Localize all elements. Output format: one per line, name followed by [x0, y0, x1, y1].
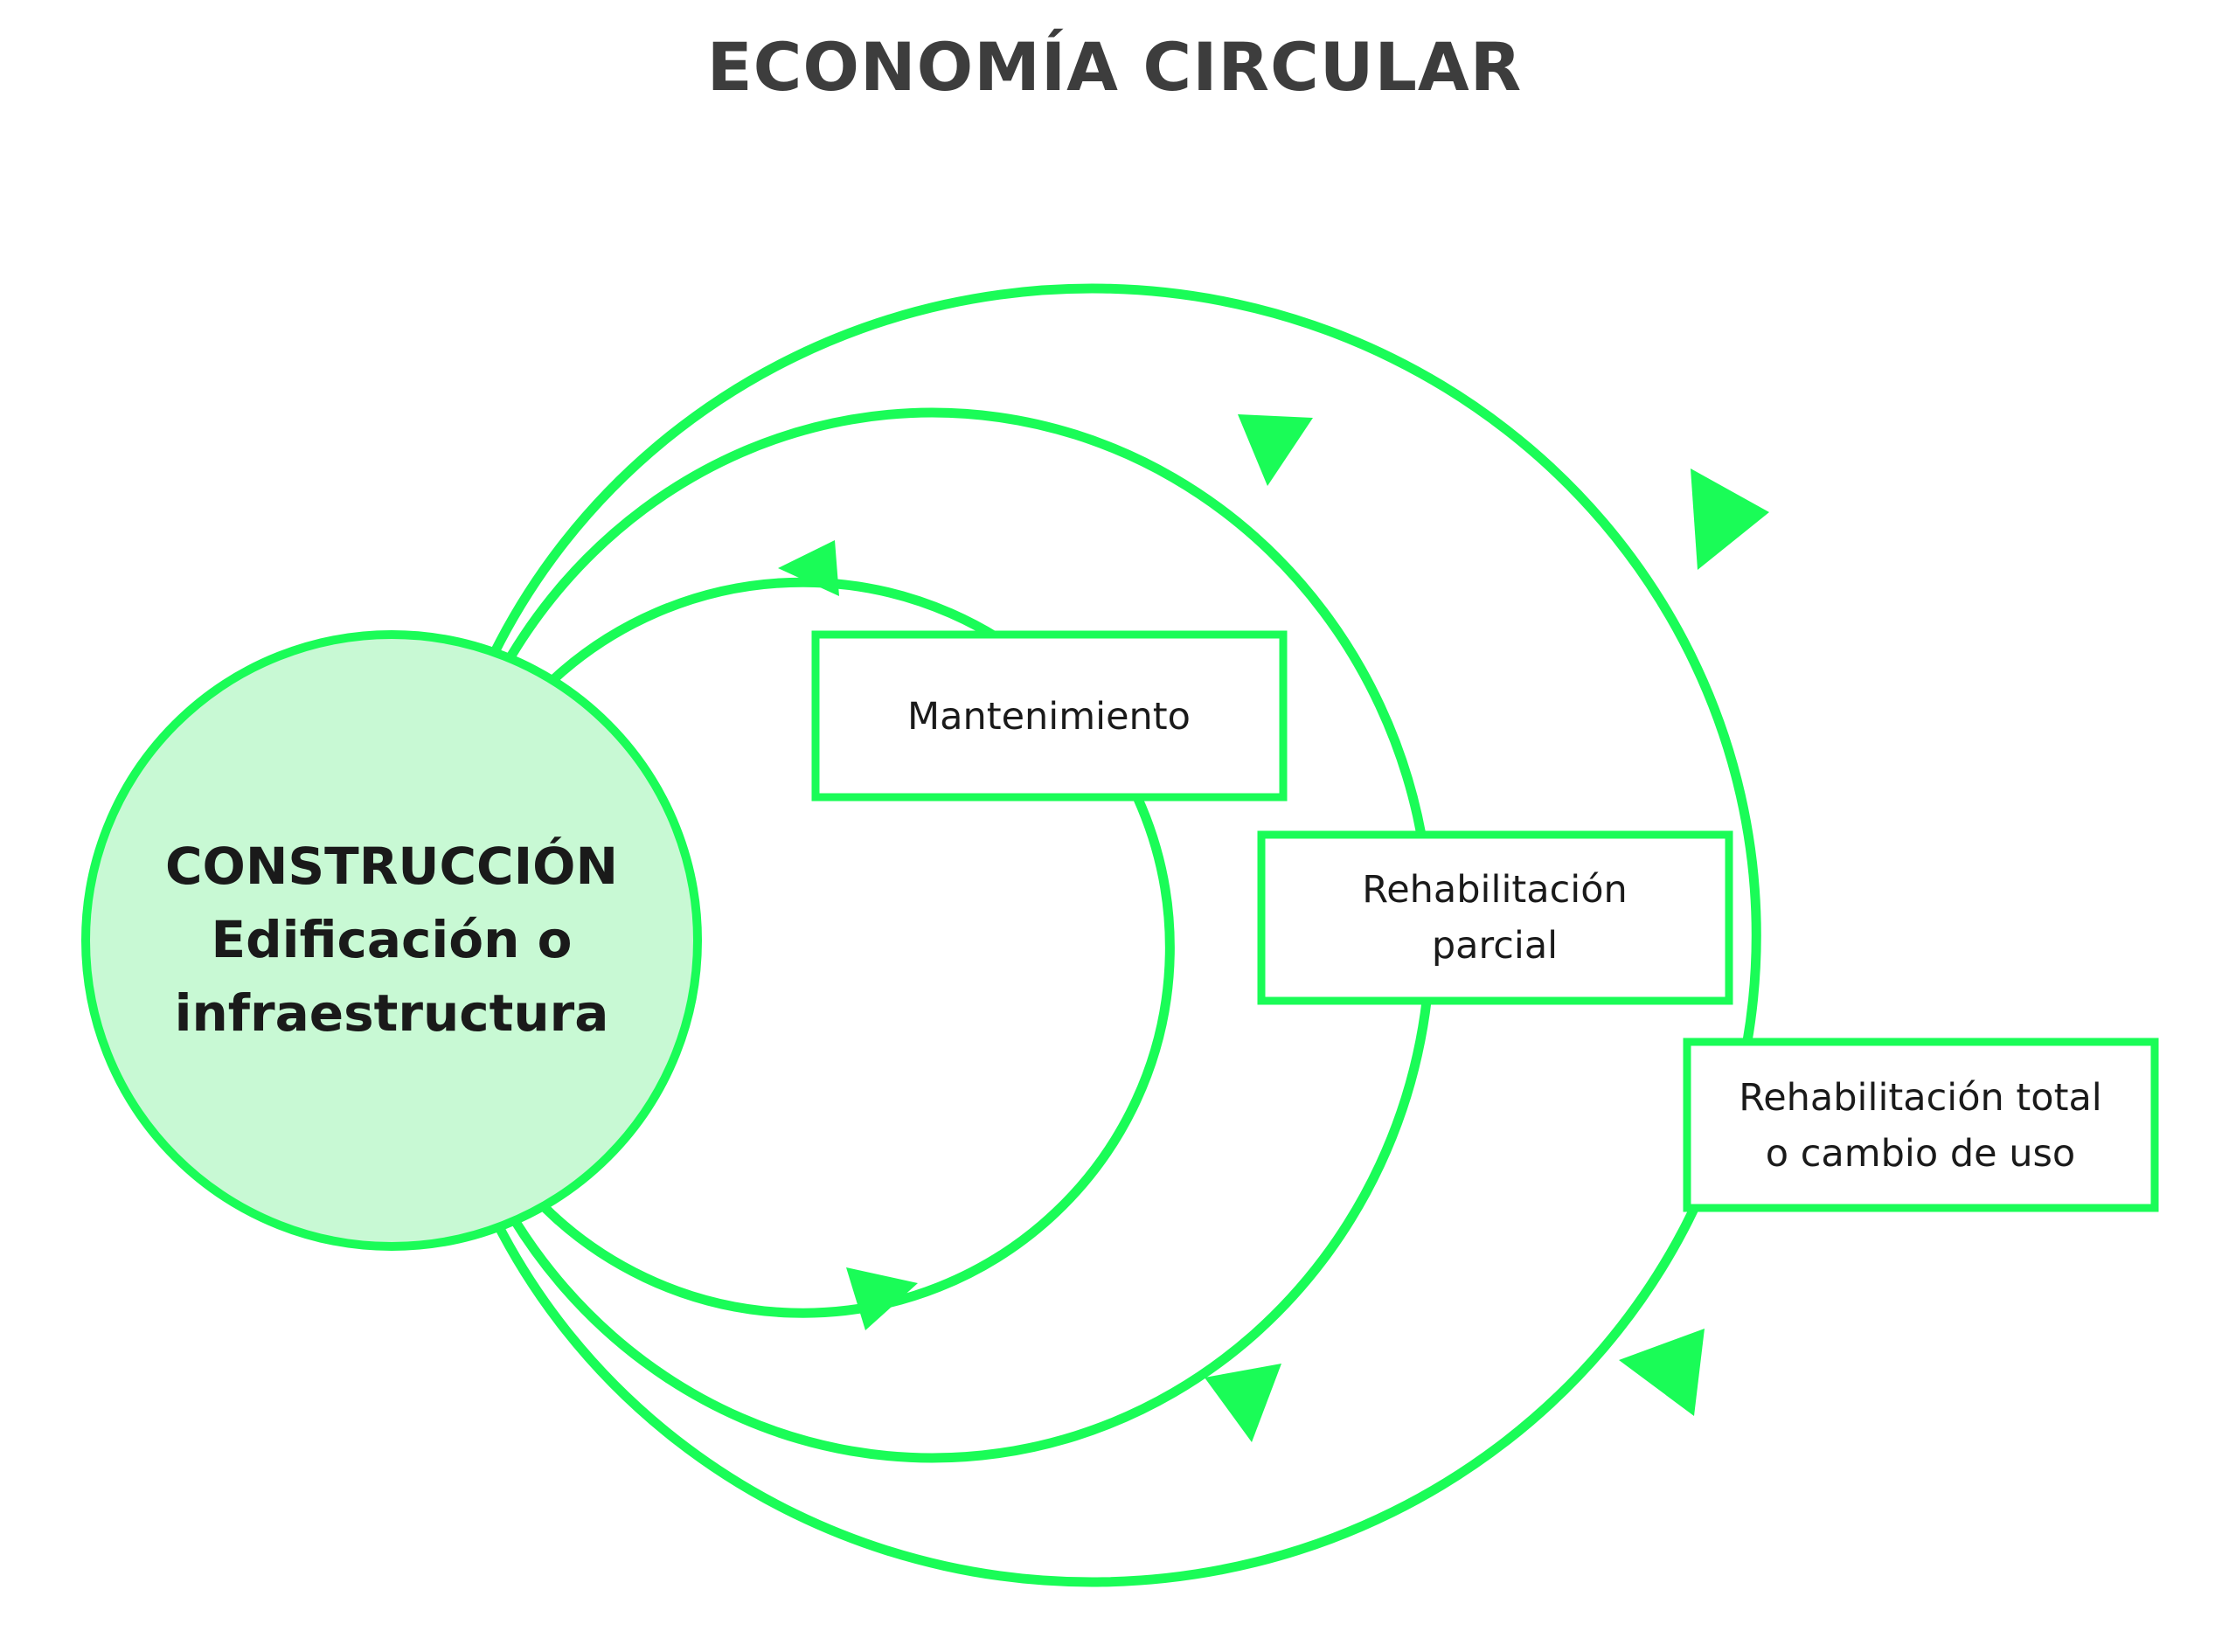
- arrow-upper-right-middle-icon: [1238, 414, 1313, 486]
- page-title: ECONOMÍA CIRCULAR: [706, 28, 1523, 106]
- arrow-lower-right-outer-icon: [1619, 1329, 1705, 1416]
- loop-arc-mantenimiento: [528, 577, 1175, 1318]
- label-rehabilitacion-total-line2: o cambio de uso: [1766, 1132, 2075, 1176]
- label-box-rehabilitacion-total: [1683, 1038, 2159, 1212]
- arrow-up-left-inner-icon: [778, 540, 839, 596]
- arrow-upper-right-outer-icon: [1691, 469, 1769, 570]
- construction-node-subtitle-line2: infraestructura: [175, 983, 609, 1043]
- label-box-rehabilitacion-parcial: [1257, 830, 1733, 1005]
- label-mantenimiento: Mantenimiento: [907, 695, 1191, 739]
- construction-node: [81, 630, 702, 1251]
- loop-arc-rehabilitacion-total: [489, 283, 1761, 1587]
- label-box-mantenimiento: [811, 630, 1288, 802]
- construction-node-subtitle-line1: Edificación o: [212, 910, 573, 969]
- arrow-right-inner-icon: [846, 1267, 918, 1330]
- label-rehabilitacion-parcial-line2: parcial: [1432, 924, 1558, 968]
- label-rehabilitacion-total-line1: Rehabilitación total: [1739, 1076, 2102, 1120]
- arrow-lower-right-middle-icon: [1205, 1364, 1281, 1442]
- label-rehabilitacion-parcial-line1: Rehabilitación: [1362, 868, 1628, 912]
- construction-node-title: CONSTRUCCIÓN: [165, 836, 618, 896]
